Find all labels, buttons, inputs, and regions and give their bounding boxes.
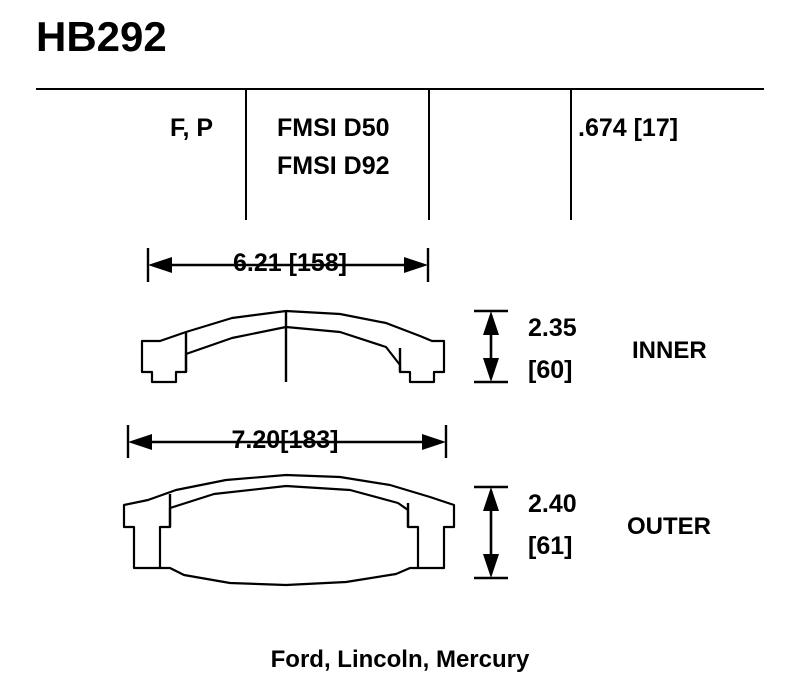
page-title: HB292 xyxy=(36,13,167,60)
inner-pad-height-inches: 2.35 xyxy=(528,314,577,342)
divider-vertical-right xyxy=(428,88,430,220)
outer-pad-position-label: OUTER xyxy=(627,513,711,540)
fmsi-code-1: FMSI D50 xyxy=(277,114,390,142)
vehicle-applications: Ford, Lincoln, Mercury xyxy=(270,646,530,673)
outer-height-dimension xyxy=(474,485,508,580)
inner-height-dimension xyxy=(474,309,508,384)
inner-pad-height-mm: [60] xyxy=(528,356,573,384)
inner-brake-pad-shape xyxy=(140,309,446,384)
divider-vertical-thickness xyxy=(570,88,572,220)
outer-pad-width-label: 7.20[183] xyxy=(231,426,339,454)
outer-brake-pad-shape xyxy=(122,473,456,587)
fmsi-code-2: FMSI D92 xyxy=(277,152,390,180)
outer-pad-height-mm: [61] xyxy=(528,532,573,560)
outer-pad-height-inches: 2.40 xyxy=(528,490,577,518)
divider-top xyxy=(36,88,764,90)
divider-vertical-left xyxy=(245,88,247,220)
inner-pad-width-label: 6.21 [158] xyxy=(233,249,347,277)
thickness-dimension: .674 [17] xyxy=(578,114,679,142)
compound-codes: F, P xyxy=(170,114,214,142)
inner-pad-position-label: INNER xyxy=(632,337,707,364)
